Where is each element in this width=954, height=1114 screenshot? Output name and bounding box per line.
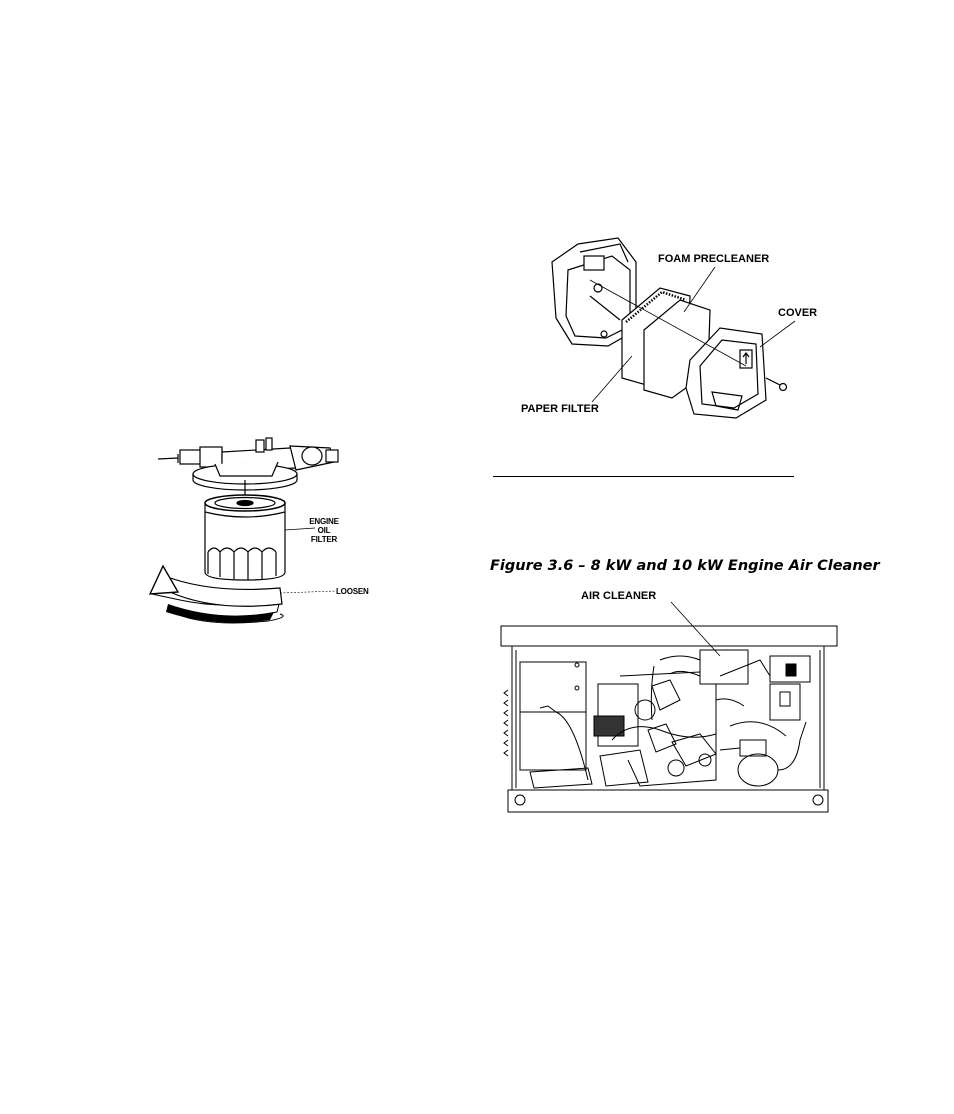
air-cleaner-label: AIR CLEANER — [581, 590, 656, 602]
